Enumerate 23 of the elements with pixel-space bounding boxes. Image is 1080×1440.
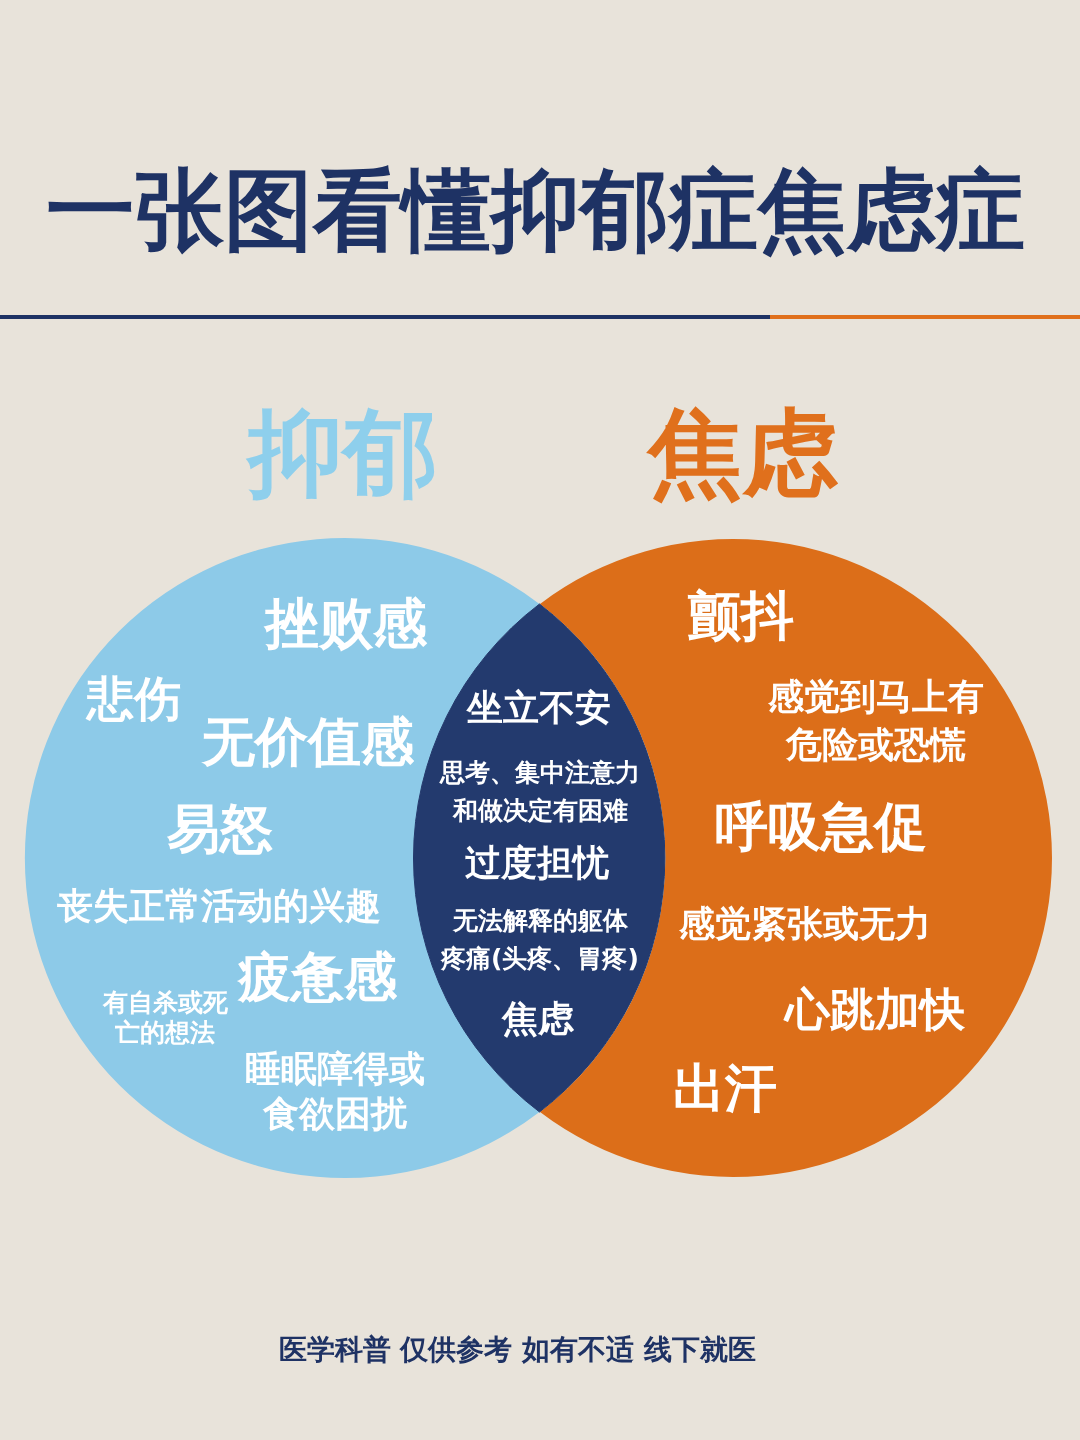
symptom-text: 睡眠障得或食欲困扰 bbox=[244, 1047, 426, 1136]
symptom-text: 思考、集中注意力和做决定有困难 bbox=[438, 757, 641, 827]
title: 一张图看懂抑郁症焦虑症 bbox=[45, 157, 1025, 264]
symptom-text: 呼吸急促 bbox=[715, 795, 927, 859]
symptom-text: 丧失正常活动的兴趣 bbox=[57, 884, 381, 928]
symptom-text: 坐立不安 bbox=[467, 686, 611, 730]
set-heading: 抑郁 bbox=[248, 397, 438, 510]
symptom-text: 颤抖 bbox=[688, 584, 794, 648]
symptom-text: 心跳加快 bbox=[785, 983, 965, 1037]
symptom-text: 无价值感 bbox=[202, 710, 414, 774]
symptom-text: 过度担忧 bbox=[465, 841, 609, 885]
symptom-text: 感觉到马上有危险或恐慌 bbox=[767, 675, 985, 767]
symptom-text: 悲伤 bbox=[87, 671, 181, 728]
disclaimer-text: 医学科普 仅供参考 如有不适 线下就医 bbox=[278, 1333, 756, 1367]
symptom-text: 挫败感 bbox=[265, 592, 427, 657]
symptom-text: 焦虑 bbox=[502, 997, 574, 1041]
symptom-text: 感觉紧张或无力 bbox=[679, 902, 931, 946]
symptom-text: 易怒 bbox=[167, 797, 273, 861]
symptom-text: 出汗 bbox=[673, 1057, 777, 1120]
symptom-text: 无法解释的躯体疼痛(头疼、胃疼) bbox=[439, 905, 640, 975]
symptom-text: 疲惫感 bbox=[238, 945, 397, 1009]
symptom-text: 有自杀或死亡的想法 bbox=[101, 988, 229, 1048]
set-heading: 焦虑 bbox=[648, 397, 838, 510]
